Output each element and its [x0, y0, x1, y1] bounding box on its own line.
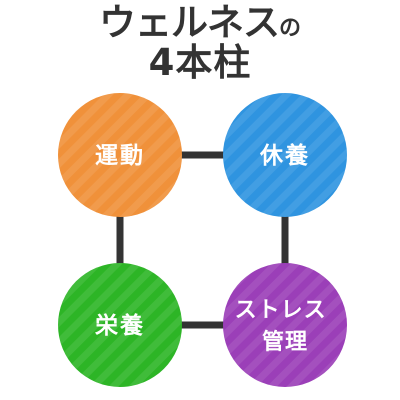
pillar-nutrition: 栄養 [58, 263, 182, 387]
title-particle: の [278, 16, 301, 41]
pillar-nutrition-label: 栄養 [94, 312, 145, 339]
pillar-exercise: 運動 [58, 93, 182, 217]
pillar-rest-stripes [223, 93, 347, 217]
diagram-title-line2: 4本柱 [148, 41, 252, 84]
pillar-nutrition-stripes [58, 263, 182, 387]
pillar-stress-label: ストレス 管理 [235, 298, 336, 355]
pillar-rest-label: 休養 [259, 142, 310, 169]
pillar-stress: ストレス 管理 [223, 263, 347, 387]
diagram-title-line1: ウェルネスの [0, 4, 400, 41]
pillar-exercise-stripes [58, 93, 182, 217]
pillar-rest: 休養 [223, 93, 347, 217]
title-main: ウェルネス [98, 1, 280, 44]
pillar-stress-stripes [223, 263, 347, 387]
pillar-exercise-label: 運動 [95, 143, 145, 169]
